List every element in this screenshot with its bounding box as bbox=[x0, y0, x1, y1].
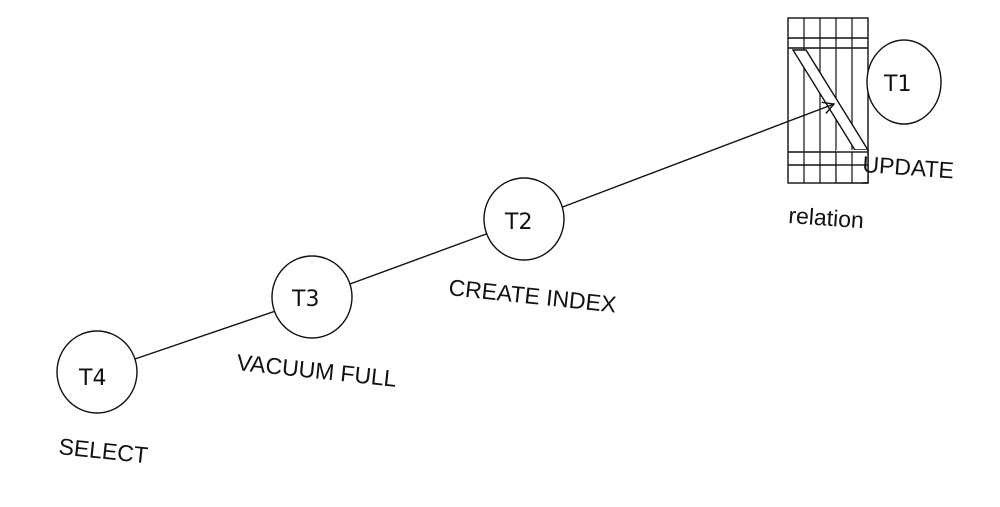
node-t2-label: T2 bbox=[504, 210, 532, 235]
relation-label: relation bbox=[788, 202, 865, 233]
edge-t2-relation bbox=[559, 101, 836, 209]
node-t2-operation: CREATE INDEX bbox=[447, 274, 617, 317]
node-t4-operation: SELECT bbox=[57, 433, 149, 468]
edge-t3-t2 bbox=[349, 223, 510, 285]
node-t4: T4 bbox=[56, 330, 138, 414]
node-t4-label: T4 bbox=[78, 366, 106, 391]
node-t3: T3 bbox=[271, 255, 353, 339]
node-t3-operation: VACUUM FULL bbox=[235, 349, 398, 392]
node-t3-label: T3 bbox=[291, 287, 319, 312]
edge-t4-t3 bbox=[131, 301, 298, 361]
node-t1-label: T1 bbox=[883, 72, 911, 97]
node-t1: T1 bbox=[866, 39, 942, 125]
node-t2: T2 bbox=[483, 177, 565, 261]
node-t1-operation: UPDATE bbox=[862, 151, 955, 183]
